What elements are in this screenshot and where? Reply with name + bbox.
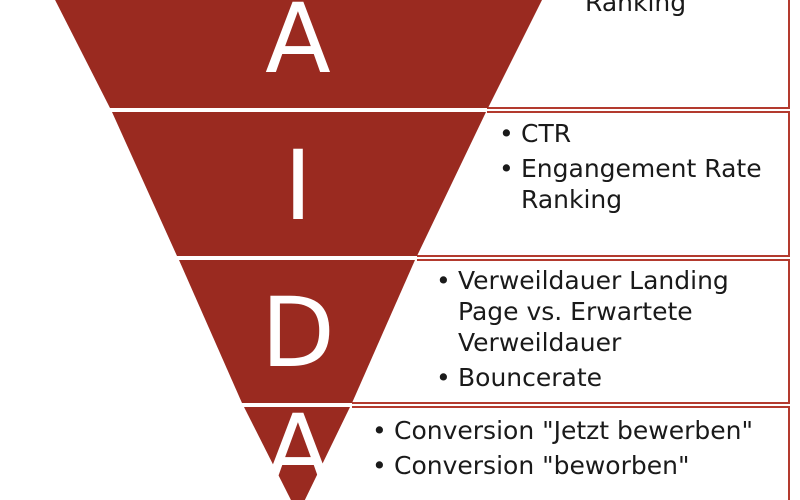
metric-item: CTR xyxy=(499,118,789,149)
metric-item: Engangement Rate Ranking xyxy=(499,153,789,215)
metric-item: Bouncerate xyxy=(436,362,766,393)
stage-letter-action: A xyxy=(265,394,331,500)
box-desire xyxy=(352,259,790,404)
stage-letter-desire: D xyxy=(261,277,335,389)
box-attention xyxy=(487,0,790,109)
metric-item: Conversion "Jetzt bewerben" xyxy=(372,415,792,446)
metric-item: Conversion "beworben" xyxy=(372,450,792,481)
desire-metrics-list: Verweildauer Landing Page vs. Erwartete … xyxy=(436,265,766,397)
funnel-segment-action xyxy=(244,407,350,500)
funnel xyxy=(55,0,542,500)
stage-letter-attention: A xyxy=(265,0,331,95)
stage-letter-interest: I xyxy=(284,130,312,242)
attention-metrics-list: Ranking xyxy=(563,0,686,22)
funnel-segment-interest xyxy=(112,112,486,256)
metric-item: Ranking xyxy=(585,0,687,17)
funnel-segment-attention xyxy=(55,0,542,108)
interest-metrics-list: CTR Engangement Rate Ranking xyxy=(499,118,789,219)
box-interest xyxy=(417,111,790,257)
action-metrics-list: Conversion "Jetzt bewerben" Conversion "… xyxy=(372,415,792,485)
funnel-segment-desire xyxy=(179,260,415,403)
metric-item: Verweildauer Landing Page vs. Erwartete … xyxy=(436,265,766,358)
